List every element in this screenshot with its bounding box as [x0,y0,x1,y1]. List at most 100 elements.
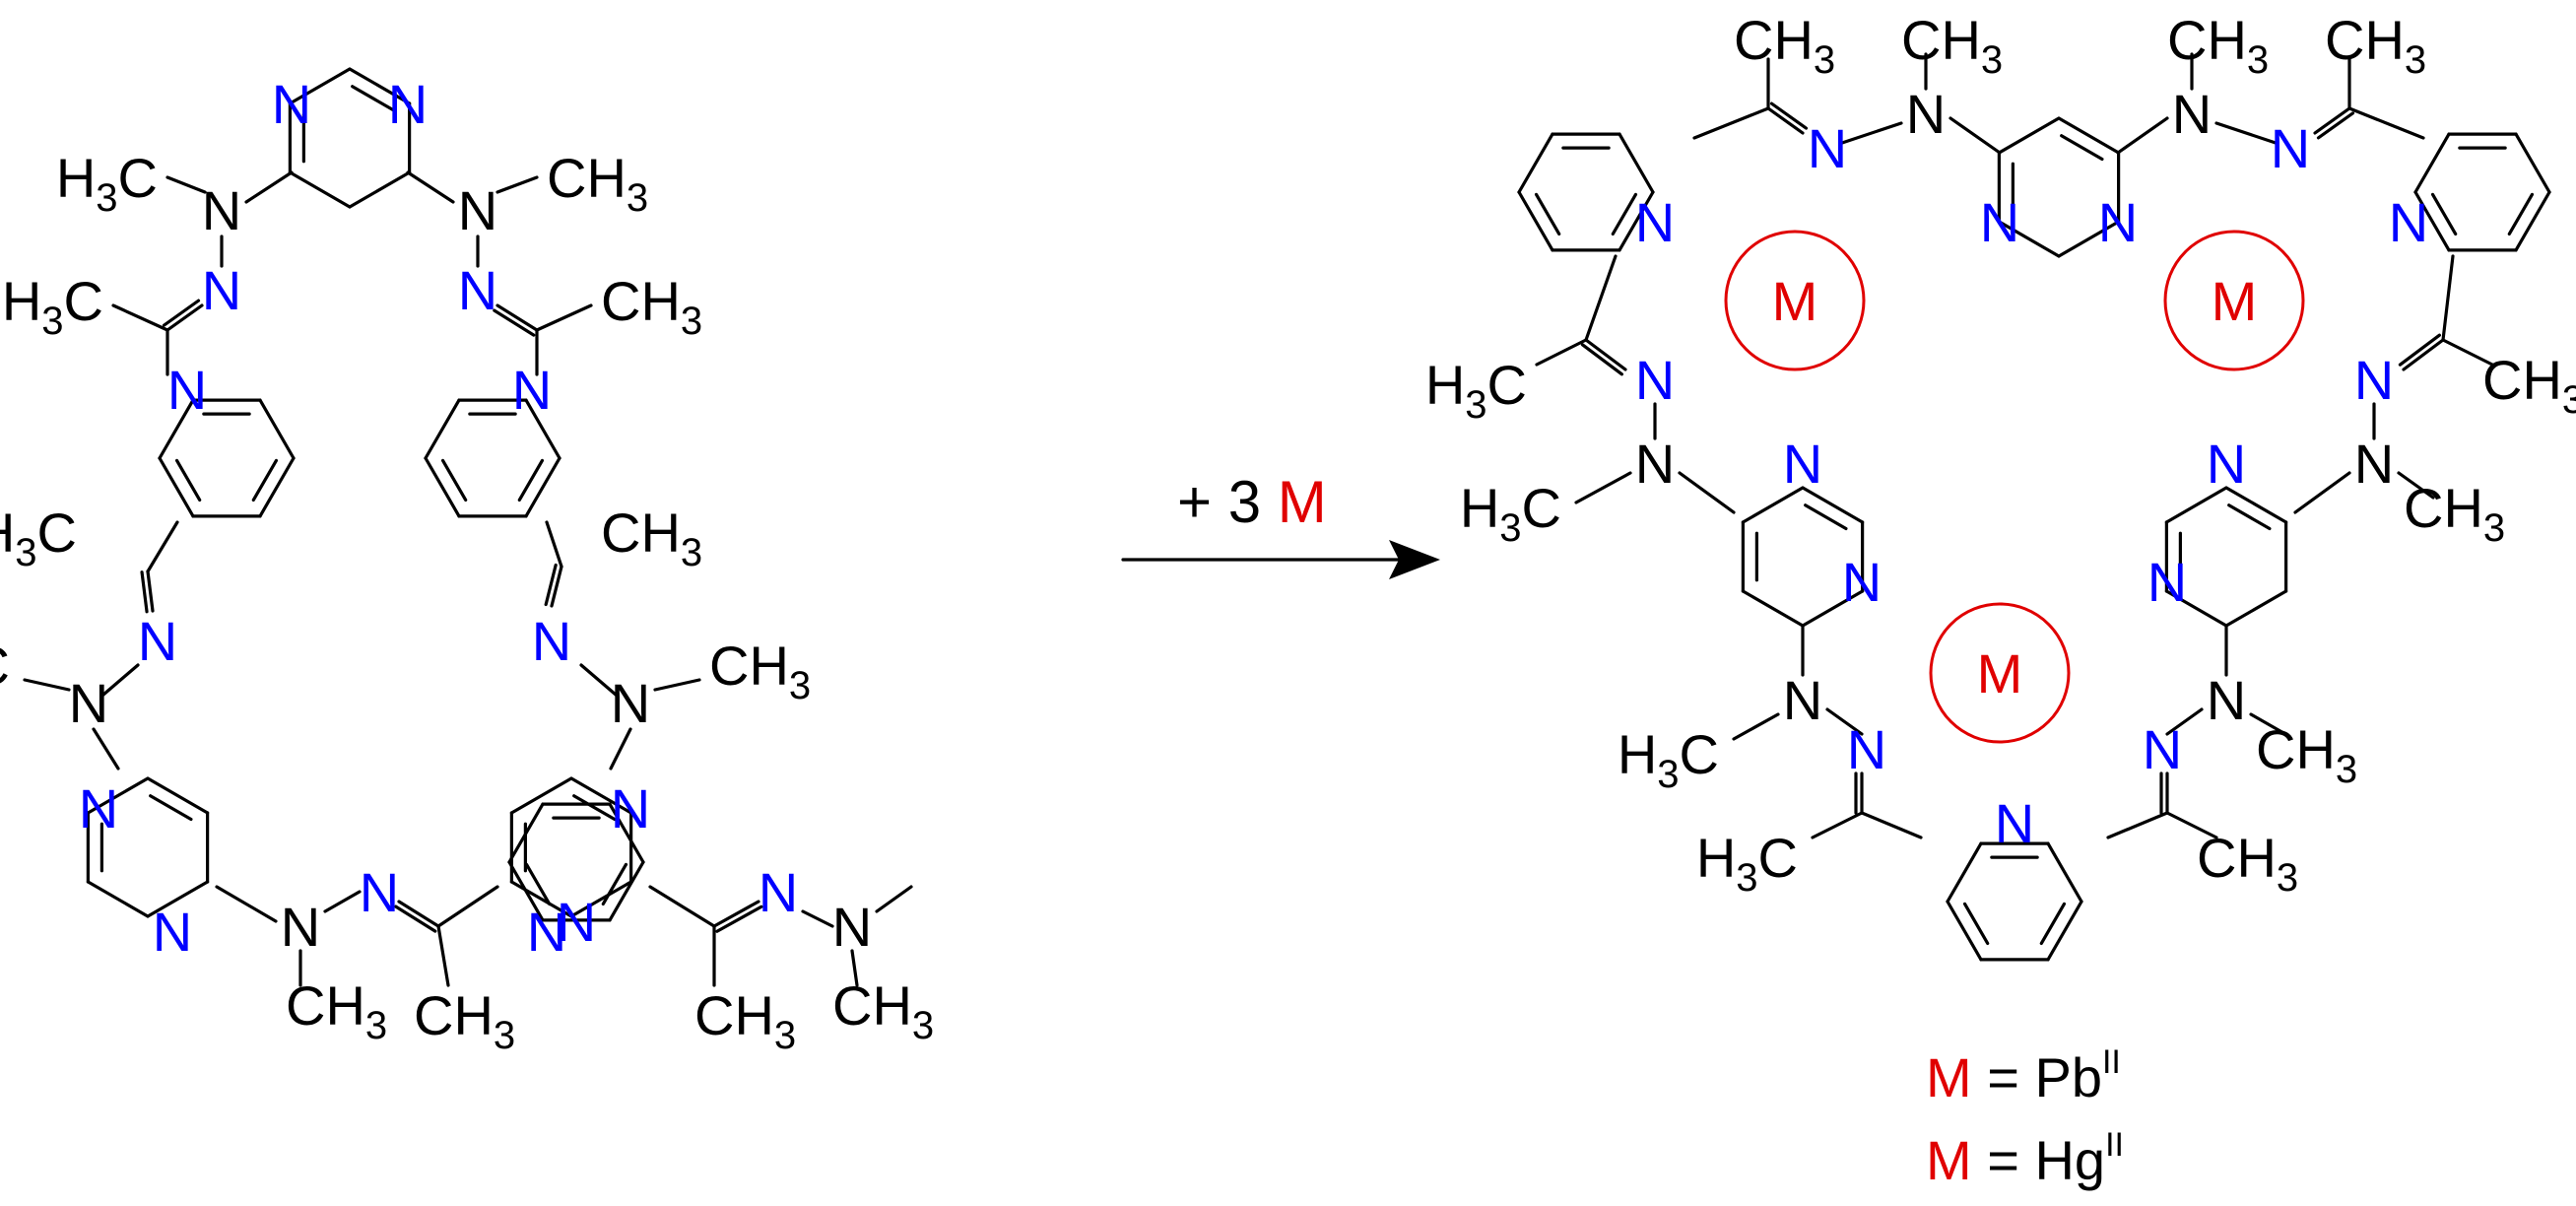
bond-lines [23,52,2551,987]
bond [609,727,632,770]
pyridine-ring [2514,132,2551,194]
methyl-group: CH3 [1901,9,2003,82]
pyridine-ring [524,398,561,460]
bond [648,885,716,928]
bond [23,678,71,692]
bond [2165,707,2204,736]
pyridine-ring [1946,900,1983,962]
pyrimidine-ring [2164,486,2228,524]
pyrimidine-ring [86,880,150,918]
hydrazone-nitrogen: N [759,861,798,923]
pyrimidine-ring [146,880,210,918]
double-bond [495,303,539,332]
amine-nitrogen-atom: N [832,896,872,958]
pyridine-nitrogen: N [1635,191,1675,253]
pyridine-nitrogen: N [557,891,596,953]
pyrimidine-ring [2227,503,2272,531]
pyridine-ring [1618,190,1655,252]
bond [1840,121,1903,145]
bond [653,678,701,692]
bond [801,909,834,928]
methyl-group: CH3 [2197,827,2298,900]
pyridine-nitrogen: N [2389,191,2428,253]
pyridine-ring [158,398,195,460]
pyrimidine-ring [1997,116,2061,155]
metal-site-right: M [2163,230,2305,371]
pyrimidine-nitrogen: N [153,901,192,963]
pyridine-ring [1517,132,1554,194]
hydrazone-nitrogen: N [1847,718,1886,780]
pyrimidine-nitrogen: N [79,777,118,839]
amine-nitrogen-atom: N [1906,83,1946,145]
hydrazone-nitrogen: N [532,610,571,672]
pyridine-ring [440,458,468,502]
metal-site-label: M [1772,270,1818,332]
pyridine-ring [608,860,645,922]
metal-legend: M = PbII M = HgII [1926,1043,2124,1191]
double-bond [715,904,763,933]
legend-item-hg: M = HgII [1926,1126,2124,1191]
pyridine-ring [1611,192,1638,236]
pyridine-ring [2514,190,2551,252]
double-bond [140,570,149,614]
pyrimidine-ring [569,880,633,918]
pyridine-ring [2413,132,2451,194]
bond [146,520,179,573]
hydrazone-nitrogen: N [202,259,241,321]
methyl-group: CH3 [1734,9,1835,82]
pyrimidine-nitrogen: N [388,73,428,135]
methyl-group: CH3 [2256,718,2357,791]
pyridine-ring [1534,192,1561,236]
bond [2249,712,2287,736]
pyridine-ring [2507,192,2535,236]
pyrimidine-ring [509,880,573,918]
bond [323,890,362,913]
pyridine-ring [517,458,545,502]
pyrimidine-ring [1804,503,1848,531]
pyrimidine-ring [569,776,633,815]
pyrimidine-ring [2224,589,2288,628]
double-bond [1769,101,1809,130]
double-bond [162,299,201,327]
bond [1678,471,1736,514]
pyrimidine-ring [2057,220,2121,258]
methyl-group: CH3 [2167,9,2269,82]
pyridine-ring [1618,132,1655,194]
pyridine-ring [158,456,195,518]
pyrimidine-nitrogen: N [1980,191,2019,253]
bond [406,170,455,204]
bond [2214,121,2278,145]
metal-site-label: M [1977,642,2023,704]
hydrazone-nitrogen: N [2354,349,2394,411]
pyridine-nitrogen: N [167,359,207,421]
double-bond [1766,106,1805,135]
methyl-group: CH3 [547,147,648,220]
hydrazone-nitrogen: N [138,610,177,672]
methyl-group: CH3 [2404,477,2505,550]
bond [535,303,593,332]
pyrimidine-ring [86,776,150,815]
bond [101,663,140,697]
pyrimidine-nitrogen: N [1783,433,1822,495]
bond [436,885,499,928]
bond [92,727,120,770]
bond [1584,254,1618,342]
methyl-group: CH3 [601,502,702,574]
double-bond [146,570,155,613]
bond [165,175,207,194]
amine-nitrogen-atom: N [2354,433,2394,495]
bond [2116,116,2169,155]
amine-nitrogen-atom: N [458,179,497,241]
methyl-group: CH3 [694,984,796,1057]
methyl-group: H3C [1460,477,1561,550]
bond [850,949,859,987]
pyrimidine-nitrogen: N [2098,191,2138,253]
methyl-group: H3C [0,635,10,707]
methyl-group: CH3 [286,974,387,1047]
hydrazone-nitrogen: N [2143,718,2182,780]
reaction-arrow: + 3 M [1121,469,1440,579]
double-bond [2316,111,2355,140]
pyridine-nitrogen: N [512,359,552,421]
pyridine-ring [608,802,645,864]
